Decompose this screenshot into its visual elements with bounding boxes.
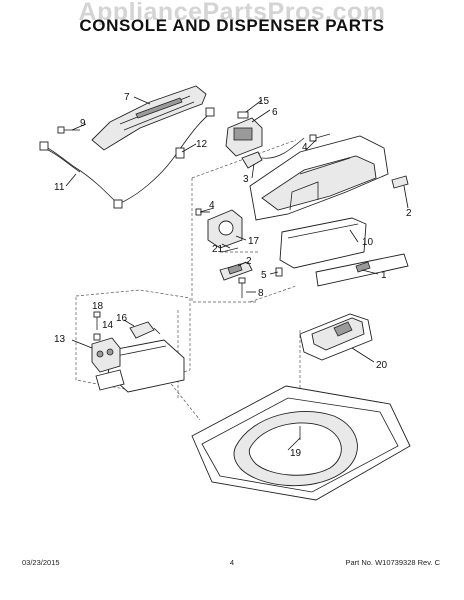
console-housing bbox=[249, 135, 389, 221]
screw-part-14 bbox=[93, 333, 101, 341]
callout-10: 10 bbox=[362, 237, 374, 248]
callout-20: 20 bbox=[376, 360, 388, 371]
watermark: AppliancePartsPros.com bbox=[78, 0, 386, 26]
panel-part-10 bbox=[279, 217, 367, 269]
callout-18: 18 bbox=[92, 301, 104, 312]
sensor-part-16 bbox=[129, 321, 161, 339]
callout-4-mid: 4 bbox=[209, 200, 215, 211]
valve-assembly-part-13 bbox=[75, 289, 191, 393]
callout-16: 16 bbox=[116, 313, 128, 324]
callout-1: 1 bbox=[381, 270, 387, 281]
footer-date: 03/23/2015 bbox=[22, 558, 60, 567]
callout-19: 19 bbox=[290, 448, 302, 459]
callout-2-right: 2 bbox=[406, 208, 412, 219]
callout-11: 11 bbox=[54, 182, 65, 193]
callout-15: 15 bbox=[258, 96, 270, 107]
hinge-part-2-lower bbox=[219, 261, 253, 281]
callout-9: 9 bbox=[80, 118, 86, 129]
callout-13: 13 bbox=[54, 334, 66, 345]
screw-part-8 bbox=[238, 277, 246, 298]
callout-2-lower: 2 bbox=[246, 256, 252, 267]
callout-8: 8 bbox=[258, 288, 264, 299]
callout-21: 21 bbox=[212, 244, 224, 255]
callout-6: 6 bbox=[272, 107, 278, 118]
callout-12: 12 bbox=[196, 139, 208, 150]
clip-part-2-right bbox=[391, 175, 409, 189]
callout-4-upper: 4 bbox=[302, 142, 308, 153]
dispenser-drawer-part-20 bbox=[299, 313, 373, 361]
callout-3: 3 bbox=[243, 174, 249, 185]
connector-part-3 bbox=[241, 137, 305, 169]
screw-part-18 bbox=[93, 311, 101, 330]
top-cover-part-19 bbox=[191, 385, 411, 501]
page-title: CONSOLE AND DISPENSER PARTS bbox=[79, 16, 385, 35]
console-trim-part-7 bbox=[91, 85, 207, 151]
screw-part-4-upper bbox=[309, 133, 331, 142]
callout-5: 5 bbox=[261, 270, 267, 281]
callout-14: 14 bbox=[102, 320, 114, 331]
callout-17: 17 bbox=[248, 236, 260, 247]
callout-7: 7 bbox=[124, 92, 130, 103]
wire-harness-part-11 bbox=[39, 107, 215, 209]
control-board-part-6 bbox=[225, 111, 263, 157]
callouts: 7 9 15 6 12 4 3 11 2 4 10 17 21 2 5 1 8 … bbox=[54, 92, 412, 459]
actuator-part-17 bbox=[195, 207, 243, 253]
footer-page-number: 4 bbox=[229, 558, 235, 567]
leader-lines bbox=[65, 96, 409, 451]
screw-part-5 bbox=[275, 267, 283, 277]
footer-part-number: Part No. W10739328 Rev. C bbox=[345, 558, 441, 567]
bracket-part-12 bbox=[175, 147, 185, 159]
